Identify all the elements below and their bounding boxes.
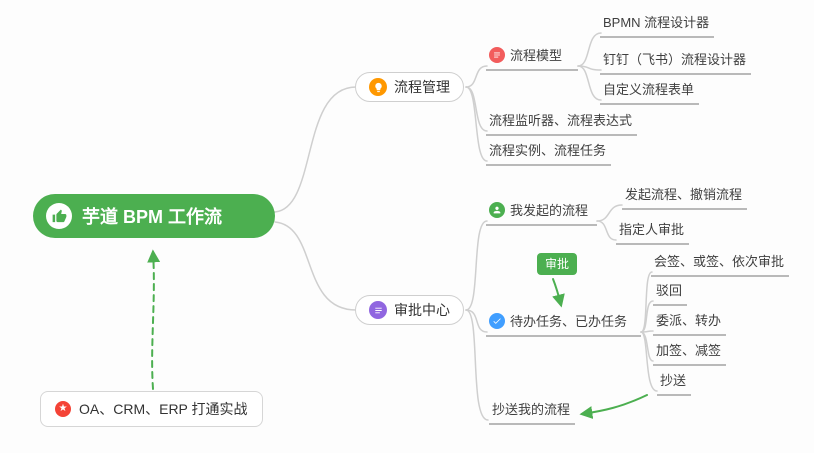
node-label: 流程模型 (510, 48, 563, 63)
node-label: 流程监听器、流程表达式 (489, 113, 633, 128)
node-label: 流程管理 (394, 79, 450, 95)
lightbulb-icon (369, 78, 387, 96)
node-cc-my-process[interactable]: 抄送我的流程 (489, 399, 576, 425)
node-label: 钉钉（飞书）流程设计器 (603, 52, 747, 67)
node-dingtalk-designer[interactable]: 钉钉（飞书）流程设计器 (600, 49, 752, 75)
node-add-reduce-sign[interactable]: 加签、减签 (653, 340, 727, 366)
node-approval-center[interactable]: 审批中心 (355, 295, 464, 325)
star-icon: ★ (55, 401, 71, 417)
node-my-initiated[interactable]: 我发起的流程 (486, 200, 597, 226)
node-designated-approver[interactable]: 指定人审批 (616, 219, 690, 245)
node-todo-done[interactable]: 待办任务、已办任务 (486, 311, 641, 337)
thumbs-up-icon (46, 203, 72, 229)
approval-flow-arrow (552, 278, 565, 308)
root-node[interactable]: 芋道 BPM 工作流 (33, 194, 275, 238)
node-label: 驳回 (656, 283, 683, 298)
node-label: BPMN 流程设计器 (603, 15, 710, 30)
approval-badge[interactable]: 审批 (537, 253, 578, 276)
node-label: 委派、转办 (656, 313, 722, 328)
cc-flow-arrow (579, 394, 648, 419)
node-label: 发起流程、撤销流程 (625, 187, 743, 202)
root-label: 芋道 BPM 工作流 (82, 207, 223, 227)
node-label: 指定人审批 (619, 222, 685, 237)
node-cc[interactable]: 抄送 (657, 370, 692, 396)
node-label: 自定义流程表单 (603, 82, 695, 97)
node-label: 流程实例、流程任务 (489, 143, 607, 158)
node-reject[interactable]: 驳回 (653, 280, 688, 306)
process-model-icon (489, 46, 505, 63)
node-label: 抄送 (660, 373, 687, 388)
node-label: 我发起的流程 (510, 203, 589, 218)
node-process-model[interactable]: 流程模型 (486, 45, 578, 71)
node-listener-expression[interactable]: 流程监听器、流程表达式 (486, 110, 638, 136)
node-countersign[interactable]: 会签、或签、依次审批 (651, 251, 790, 277)
node-label: 待办任务、已办任务 (510, 314, 628, 329)
node-process-management[interactable]: 流程管理 (355, 72, 464, 102)
practice-dashed-arrow (147, 249, 161, 390)
node-label: 会签、或签、依次审批 (654, 254, 785, 269)
node-custom-form[interactable]: 自定义流程表单 (600, 79, 700, 105)
node-label: 抄送我的流程 (492, 402, 571, 417)
check-icon (489, 312, 505, 329)
person-icon (489, 201, 505, 218)
node-practice-note[interactable]: ★ OA、CRM、ERP 打通实战 (40, 391, 263, 427)
node-label: OA、CRM、ERP 打通实战 (79, 401, 248, 417)
node-delegate-transfer[interactable]: 委派、转办 (653, 310, 727, 336)
node-instance-task[interactable]: 流程实例、流程任务 (486, 140, 612, 166)
badge-label: 审批 (545, 257, 570, 271)
node-initiate-cancel[interactable]: 发起流程、撤销流程 (622, 184, 748, 210)
node-label: 加签、减签 (656, 343, 722, 358)
document-lines-icon (369, 301, 387, 319)
node-bpmn-designer[interactable]: BPMN 流程设计器 (600, 12, 715, 38)
node-label: 审批中心 (394, 302, 450, 318)
